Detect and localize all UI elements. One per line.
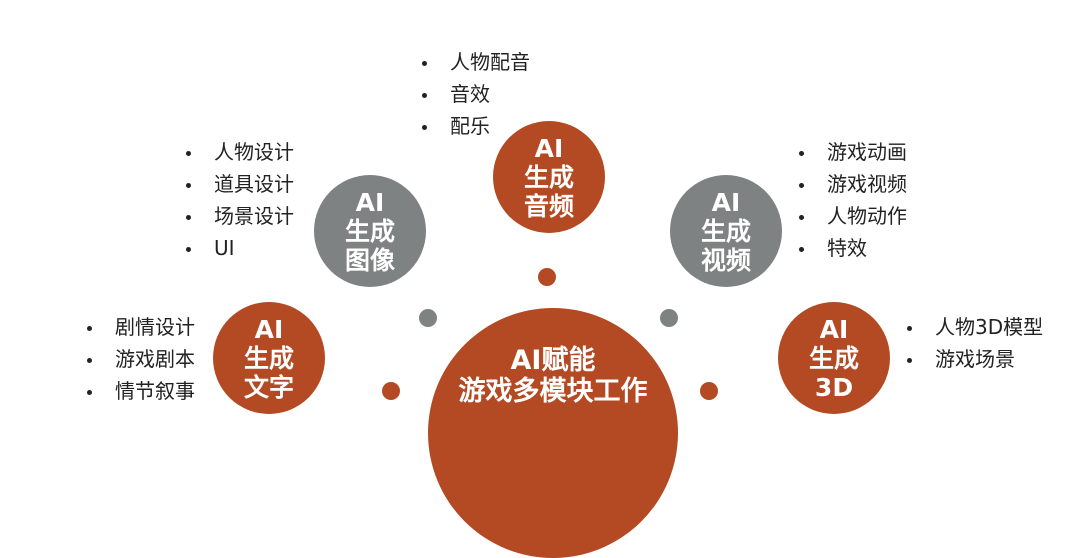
list-item: 人物动作 xyxy=(795,200,907,232)
list-item: 道具设计 xyxy=(182,168,294,200)
connector-dot-image xyxy=(419,309,437,327)
list-item: 人物配音 xyxy=(418,46,530,78)
center-subtitle: 游戏多模块工作 xyxy=(458,376,648,407)
list-3d: 人物3D模型 游戏场景 xyxy=(903,311,1043,375)
list-item: 配乐 xyxy=(418,110,530,142)
connector-dot-video xyxy=(660,309,678,327)
list-item: 游戏场景 xyxy=(903,343,1043,375)
node-3d-line2: 生成 xyxy=(808,343,859,373)
node-audio: AI 生成 音频 xyxy=(493,121,605,233)
node-audio-line1: AI xyxy=(534,133,564,163)
list-item: 特效 xyxy=(795,232,907,264)
list-video: 游戏动画 游戏视频 人物动作 特效 xyxy=(795,136,907,264)
list-item: 人物设计 xyxy=(182,136,294,168)
diagram: AI赋能 游戏多模块工作 AI 生成 音频 AI 生成 图像 AI 生成 视频 … xyxy=(83,46,1043,558)
node-image: AI 生成 图像 xyxy=(314,175,426,287)
list-item: 剧情设计 xyxy=(83,311,195,343)
node-text-line1: AI xyxy=(254,314,284,344)
node-audio-line2: 生成 xyxy=(523,162,574,192)
list-item: 游戏剧本 xyxy=(83,343,195,375)
node-image-line3: 图像 xyxy=(344,245,395,275)
node-video-line2: 生成 xyxy=(700,216,751,246)
node-3d: AI 生成 3D xyxy=(778,302,890,414)
list-item: 情节叙事 xyxy=(83,375,195,407)
node-text: AI 生成 文字 xyxy=(213,302,325,414)
list-item: 游戏动画 xyxy=(795,136,907,168)
node-3d-line3: 3D xyxy=(814,372,854,402)
list-item: 人物3D模型 xyxy=(903,311,1043,343)
node-video-line3: 视频 xyxy=(700,245,751,275)
node-3d-line1: AI xyxy=(819,314,849,344)
list-audio: 人物配音 音效 配乐 xyxy=(418,46,530,142)
node-image-line2: 生成 xyxy=(344,216,395,246)
list-item: 游戏视频 xyxy=(795,168,907,200)
node-text-line3: 文字 xyxy=(243,372,294,402)
node-video-line1: AI xyxy=(711,187,741,217)
node-audio-line3: 音频 xyxy=(523,191,574,221)
list-text: 剧情设计 游戏剧本 情节叙事 xyxy=(83,311,195,407)
connector-dot-audio xyxy=(538,268,556,286)
list-item: 场景设计 xyxy=(182,200,294,232)
center-title: AI赋能 xyxy=(510,345,596,376)
list-image: 人物设计 道具设计 场景设计 UI xyxy=(182,136,294,264)
node-image-line1: AI xyxy=(355,187,385,217)
node-video: AI 生成 视频 xyxy=(670,175,782,287)
list-item: UI xyxy=(182,232,294,264)
connector-dot-3d xyxy=(700,382,718,400)
list-item: 音效 xyxy=(418,78,530,110)
connector-dot-text xyxy=(382,382,400,400)
node-text-line2: 生成 xyxy=(243,343,294,373)
